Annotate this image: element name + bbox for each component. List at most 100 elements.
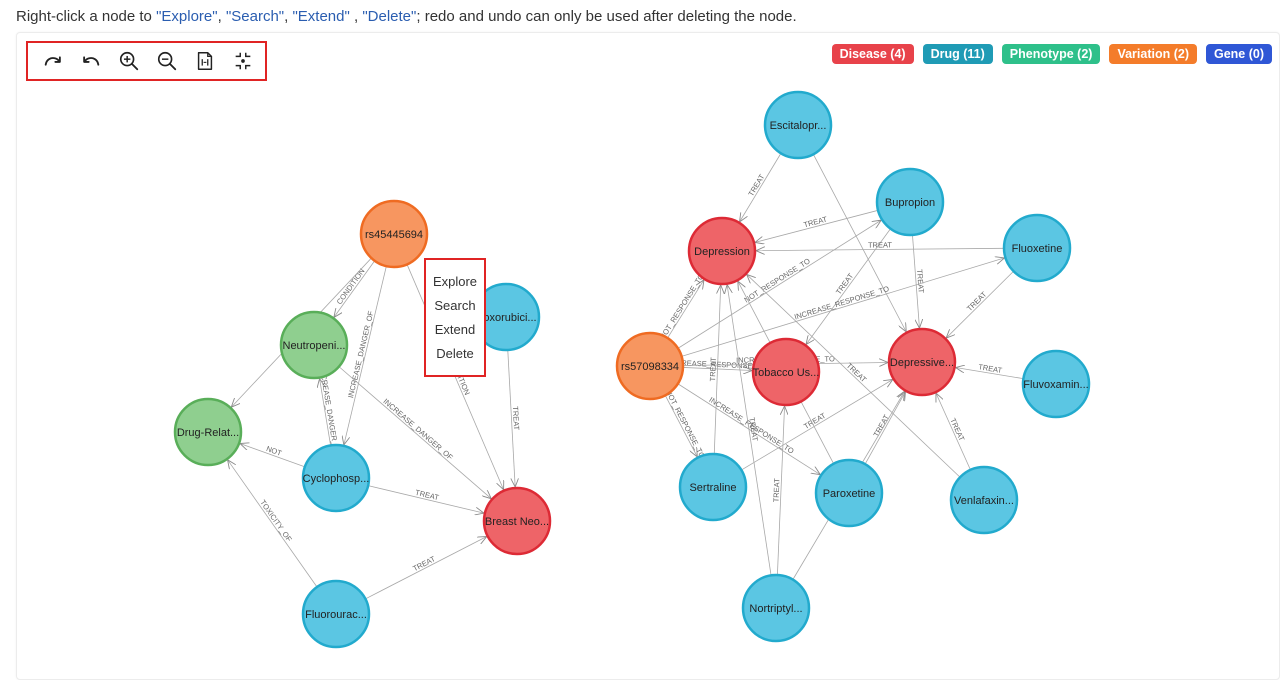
edge-line: [741, 379, 892, 471]
graph-edge: TREAT: [368, 485, 484, 514]
fit-to-page-button[interactable]: [190, 46, 220, 76]
drug-node-circle[interactable]: [875, 167, 945, 237]
disease-node-circle[interactable]: [751, 337, 821, 407]
edge-line: [747, 274, 961, 478]
graph-node-breastneo[interactable]: Breast Neo...: [482, 486, 552, 556]
node-label: rs45445694: [365, 229, 423, 241]
node-label: Fluvoxamin...: [1023, 379, 1088, 391]
node-context-menu: Explore Search Extend Delete: [424, 258, 486, 377]
graph-edge: TREAT: [740, 153, 782, 222]
edge-label: TREAT: [511, 406, 521, 431]
graph-node-rs45445694[interactable]: rs45445694: [359, 199, 429, 269]
redo-button[interactable]: [38, 46, 68, 76]
graph-node-drugrelated[interactable]: Drug-Relat...: [173, 397, 243, 467]
edge-label: INCREASE_DANGER_OF: [381, 397, 455, 462]
edge-line: [864, 392, 905, 465]
node-label: Fluorourac...: [305, 609, 367, 621]
graph-node-paroxetine[interactable]: Paroxetine: [814, 458, 884, 528]
instruction-text: Right-click a node to "Explore", "Search…: [16, 8, 797, 25]
context-delete[interactable]: Delete: [436, 345, 474, 361]
disease-node-circle[interactable]: [887, 327, 957, 397]
context-search[interactable]: Search: [434, 297, 476, 313]
graph-node-tobacco[interactable]: Tobacco Us...: [751, 337, 821, 407]
drug-node-circle[interactable]: [678, 452, 748, 522]
drug-node-circle[interactable]: [763, 90, 833, 160]
legend: Disease (4) Drug (11) Phenotype (2) Vari…: [831, 44, 1272, 64]
instruction-delete: "Delete": [362, 8, 417, 25]
edge-line: [727, 285, 772, 576]
edge-line: [344, 266, 387, 445]
drug-node-circle[interactable]: [301, 443, 371, 513]
graph-node-escitalopram[interactable]: Escitalopr...: [763, 90, 833, 160]
graph-node-bupropion[interactable]: Bupropion: [875, 167, 945, 237]
graph-node-neutropenia[interactable]: Neutropeni...: [279, 310, 349, 380]
edge-line: [956, 368, 1024, 380]
graph-edge: TREAT: [727, 285, 772, 576]
disease-node-circle[interactable]: [687, 216, 757, 286]
instruction-sep: ,: [284, 8, 293, 25]
graph-node-depression[interactable]: Depression: [687, 216, 757, 286]
edge-label: NOT_RESPONSE_TO: [664, 388, 707, 460]
node-label: rs57098334: [621, 361, 679, 373]
phenotype-node-circle[interactable]: [173, 397, 243, 467]
graph-edge: NOT_RESPONSE_TO: [664, 388, 707, 460]
node-label: Breast Neo...: [485, 516, 549, 528]
zoom-in-button[interactable]: [114, 46, 144, 76]
graph-node-fluoxetine[interactable]: Fluoxetine: [1002, 213, 1072, 283]
graph-node-doxorubicin[interactable]: Doxorubici...: [471, 282, 541, 352]
graph-toolbar: [26, 41, 267, 81]
graph-edge: TREAT: [771, 406, 784, 576]
instruction-prefix: Right-click a node to: [16, 8, 157, 25]
edge-line: [812, 154, 906, 332]
instruction-search: "Search": [225, 8, 285, 25]
graph-node-sertraline[interactable]: Sertraline: [678, 452, 748, 522]
edge-label: TREAT: [868, 240, 893, 249]
graph-node-rs57098334[interactable]: rs57098334: [615, 331, 685, 401]
graph-node-venlafaxine[interactable]: Venlafaxin...: [949, 465, 1019, 535]
node-label: Sertraline: [689, 482, 736, 494]
graph-edge: TREAT: [912, 234, 926, 328]
edge-line: [664, 395, 697, 457]
graph-node-depressive[interactable]: Depressive...: [887, 327, 957, 397]
graph-edge: TREAT: [864, 392, 905, 465]
context-explore[interactable]: Explore: [432, 273, 478, 289]
drug-node-circle[interactable]: [741, 573, 811, 643]
graph-node-nortriptyline[interactable]: Nortriptyl...: [741, 573, 811, 643]
graph-node-fluvoxamine[interactable]: Fluvoxamin...: [1021, 349, 1091, 419]
drug-node-circle[interactable]: [301, 579, 371, 649]
center-button[interactable]: [228, 46, 258, 76]
undo-icon: [83, 56, 100, 66]
edge-line: [320, 379, 332, 446]
edge-line: [806, 228, 891, 345]
disease-node-circle[interactable]: [482, 486, 552, 556]
edge-line: [755, 209, 879, 242]
variation-node-circle[interactable]: [359, 199, 429, 269]
zoom-out-button[interactable]: [152, 46, 182, 76]
legend-gene[interactable]: Gene (0): [1205, 44, 1272, 64]
edge-line: [667, 280, 704, 339]
drug-node-circle[interactable]: [1021, 349, 1091, 419]
graph-node-cyclophosphamide[interactable]: Cyclophosp...: [301, 443, 371, 513]
legend-variation[interactable]: Variation (2): [1109, 44, 1197, 64]
edge-line: [368, 485, 484, 514]
node-label: Cyclophosp...: [303, 473, 370, 485]
legend-disease[interactable]: Disease (4): [831, 44, 914, 64]
context-extend[interactable]: Extend: [434, 321, 476, 337]
drug-node-circle[interactable]: [949, 465, 1019, 535]
node-label: Venlafaxin...: [954, 495, 1014, 507]
variation-node-circle[interactable]: [615, 331, 685, 401]
phenotype-node-circle[interactable]: [279, 310, 349, 380]
drug-node-circle[interactable]: [814, 458, 884, 528]
instruction-suffix: ; redo and undo can only be used after d…: [416, 8, 797, 25]
edge-label: TREAT: [411, 554, 437, 573]
center-focus-icon: [235, 52, 251, 70]
legend-drug[interactable]: Drug (11): [922, 44, 993, 64]
edge-label: TREAT: [834, 271, 856, 296]
legend-phenotype[interactable]: Phenotype (2): [1001, 44, 1101, 64]
node-label: Drug-Relat...: [177, 427, 239, 439]
graph-node-fluorouracil[interactable]: Fluorourac...: [301, 579, 371, 649]
drug-node-circle[interactable]: [1002, 213, 1072, 283]
instruction-sep: ,: [349, 8, 363, 25]
undo-button[interactable]: [76, 46, 106, 76]
